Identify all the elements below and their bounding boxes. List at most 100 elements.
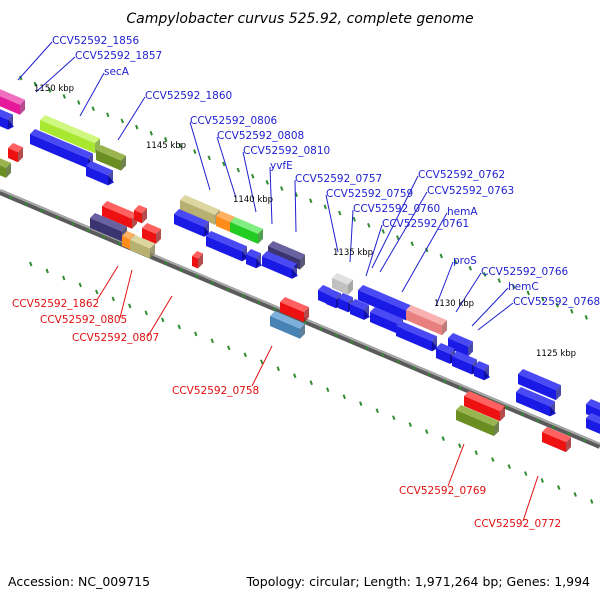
gene-feature-top-face bbox=[40, 115, 100, 144]
gene-feature-side-face bbox=[432, 336, 437, 352]
gene-feature bbox=[262, 251, 298, 279]
scale-tick bbox=[584, 315, 588, 320]
gene-feature-top-face bbox=[0, 109, 13, 120]
label-leader-line bbox=[447, 443, 465, 487]
gene-feature bbox=[456, 405, 499, 437]
scale-tick bbox=[71, 221, 75, 226]
scale-tick bbox=[210, 280, 214, 285]
gene-feature-top-face bbox=[280, 297, 309, 313]
scale-tick bbox=[381, 229, 385, 234]
scale-label: 1125 kbp bbox=[536, 349, 576, 359]
gene-feature bbox=[102, 201, 137, 229]
label-leader-line bbox=[189, 121, 211, 191]
scale-tick bbox=[536, 418, 540, 423]
scale-tick bbox=[365, 346, 369, 351]
genome-summary-text: Topology: circular; Length: 1,971,264 bp… bbox=[246, 574, 590, 589]
gene-feature-top-face bbox=[216, 211, 235, 222]
gene-feature-side-face bbox=[566, 437, 571, 453]
gene-label: CCV52592_0761 bbox=[382, 218, 469, 230]
gene-feature-top-face bbox=[246, 249, 261, 259]
gene-feature-front-face bbox=[0, 96, 20, 115]
gene-feature-top-face bbox=[318, 285, 331, 294]
gene-feature-top-face bbox=[586, 413, 600, 424]
gene-feature-top-face bbox=[474, 361, 489, 371]
scale-tick bbox=[164, 261, 168, 266]
gene-feature-front-face bbox=[40, 120, 95, 154]
scale-tick bbox=[280, 186, 284, 191]
scale-tick bbox=[179, 267, 183, 272]
scale-tick bbox=[458, 385, 462, 390]
gene-feature-front-face bbox=[406, 310, 442, 336]
gene-feature-top-face bbox=[452, 351, 477, 365]
scale-label: 1150 kbp bbox=[34, 84, 74, 94]
scale-tick bbox=[541, 296, 545, 302]
gene-feature-top-face bbox=[370, 307, 403, 324]
scale-tick bbox=[570, 308, 574, 314]
gene-feature-top-face bbox=[270, 311, 305, 329]
scale-tick bbox=[226, 287, 230, 292]
gene-feature-front-face bbox=[102, 206, 132, 229]
scale-tick bbox=[111, 296, 115, 302]
gene-label: secA bbox=[104, 66, 130, 78]
scale-tick bbox=[474, 450, 478, 455]
gene-feature-side-face bbox=[108, 170, 113, 186]
gene-feature-top-face bbox=[122, 231, 135, 240]
gene-feature-side-face bbox=[550, 401, 555, 417]
gene-feature-side-face bbox=[258, 228, 263, 244]
scale-tick bbox=[257, 300, 261, 305]
gene-feature bbox=[516, 387, 556, 417]
scale-tick bbox=[102, 234, 106, 239]
gene-feature-top-face bbox=[516, 387, 555, 407]
scale-tick bbox=[194, 331, 198, 337]
gene-feature-top-face bbox=[542, 427, 571, 443]
gene-feature-front-face bbox=[174, 214, 210, 237]
scale-tick bbox=[33, 81, 37, 87]
scale-tick bbox=[9, 195, 13, 200]
scale-tick bbox=[526, 290, 530, 296]
label-leader-line bbox=[349, 209, 354, 263]
gene-feature-side-face bbox=[156, 228, 161, 244]
gene-feature-side-face bbox=[121, 155, 126, 171]
gene-feature-side-face bbox=[20, 99, 25, 115]
gene-feature-top-face bbox=[586, 399, 600, 410]
scale-tick bbox=[227, 345, 231, 351]
scale-tick bbox=[265, 180, 269, 185]
gene-label: CCV52592_0807 bbox=[72, 332, 159, 344]
gene-feature-top-face bbox=[396, 321, 437, 342]
label-leader-line bbox=[79, 72, 105, 117]
gene-label: CCV52592_0768 bbox=[513, 296, 600, 308]
gene-feature-front-face bbox=[452, 356, 478, 375]
scale-tick bbox=[410, 241, 414, 247]
gene-feature-top-face bbox=[0, 89, 25, 105]
label-leader-line bbox=[117, 96, 146, 141]
gene-feature-front-face bbox=[90, 218, 122, 242]
scale-tick bbox=[177, 324, 181, 330]
scale-tick bbox=[78, 282, 82, 288]
label-leader-line bbox=[35, 56, 76, 93]
gene-label: CCV52592_0805 bbox=[40, 314, 127, 326]
gene-feature-side-face bbox=[348, 279, 353, 295]
gene-feature-side-face bbox=[300, 323, 305, 339]
gene-feature-side-face bbox=[198, 253, 203, 269]
scale-tick bbox=[243, 352, 247, 358]
gene-label: CCV52592_0808 bbox=[217, 130, 304, 142]
scale-tick bbox=[454, 259, 458, 265]
gene-feature-top-face bbox=[456, 405, 499, 427]
scale-tick bbox=[412, 366, 416, 371]
scale-tick bbox=[408, 422, 412, 428]
scale-tick bbox=[425, 429, 429, 434]
label-leader-line bbox=[455, 272, 482, 313]
scale-tick bbox=[520, 412, 524, 416]
label-leader-line bbox=[119, 269, 133, 319]
scale-tick bbox=[367, 222, 371, 228]
gene-feature-front-face bbox=[586, 418, 600, 434]
scale-tick bbox=[210, 338, 214, 344]
gene-feature bbox=[448, 333, 473, 357]
gene-feature-top-face bbox=[326, 289, 341, 299]
gene-feature-top-face bbox=[406, 305, 447, 326]
label-leader-line bbox=[269, 166, 273, 225]
scale-tick bbox=[338, 210, 342, 216]
gene-feature-side-face bbox=[6, 162, 11, 178]
gene-feature-top-face bbox=[350, 299, 369, 310]
scale-tick bbox=[91, 106, 95, 112]
